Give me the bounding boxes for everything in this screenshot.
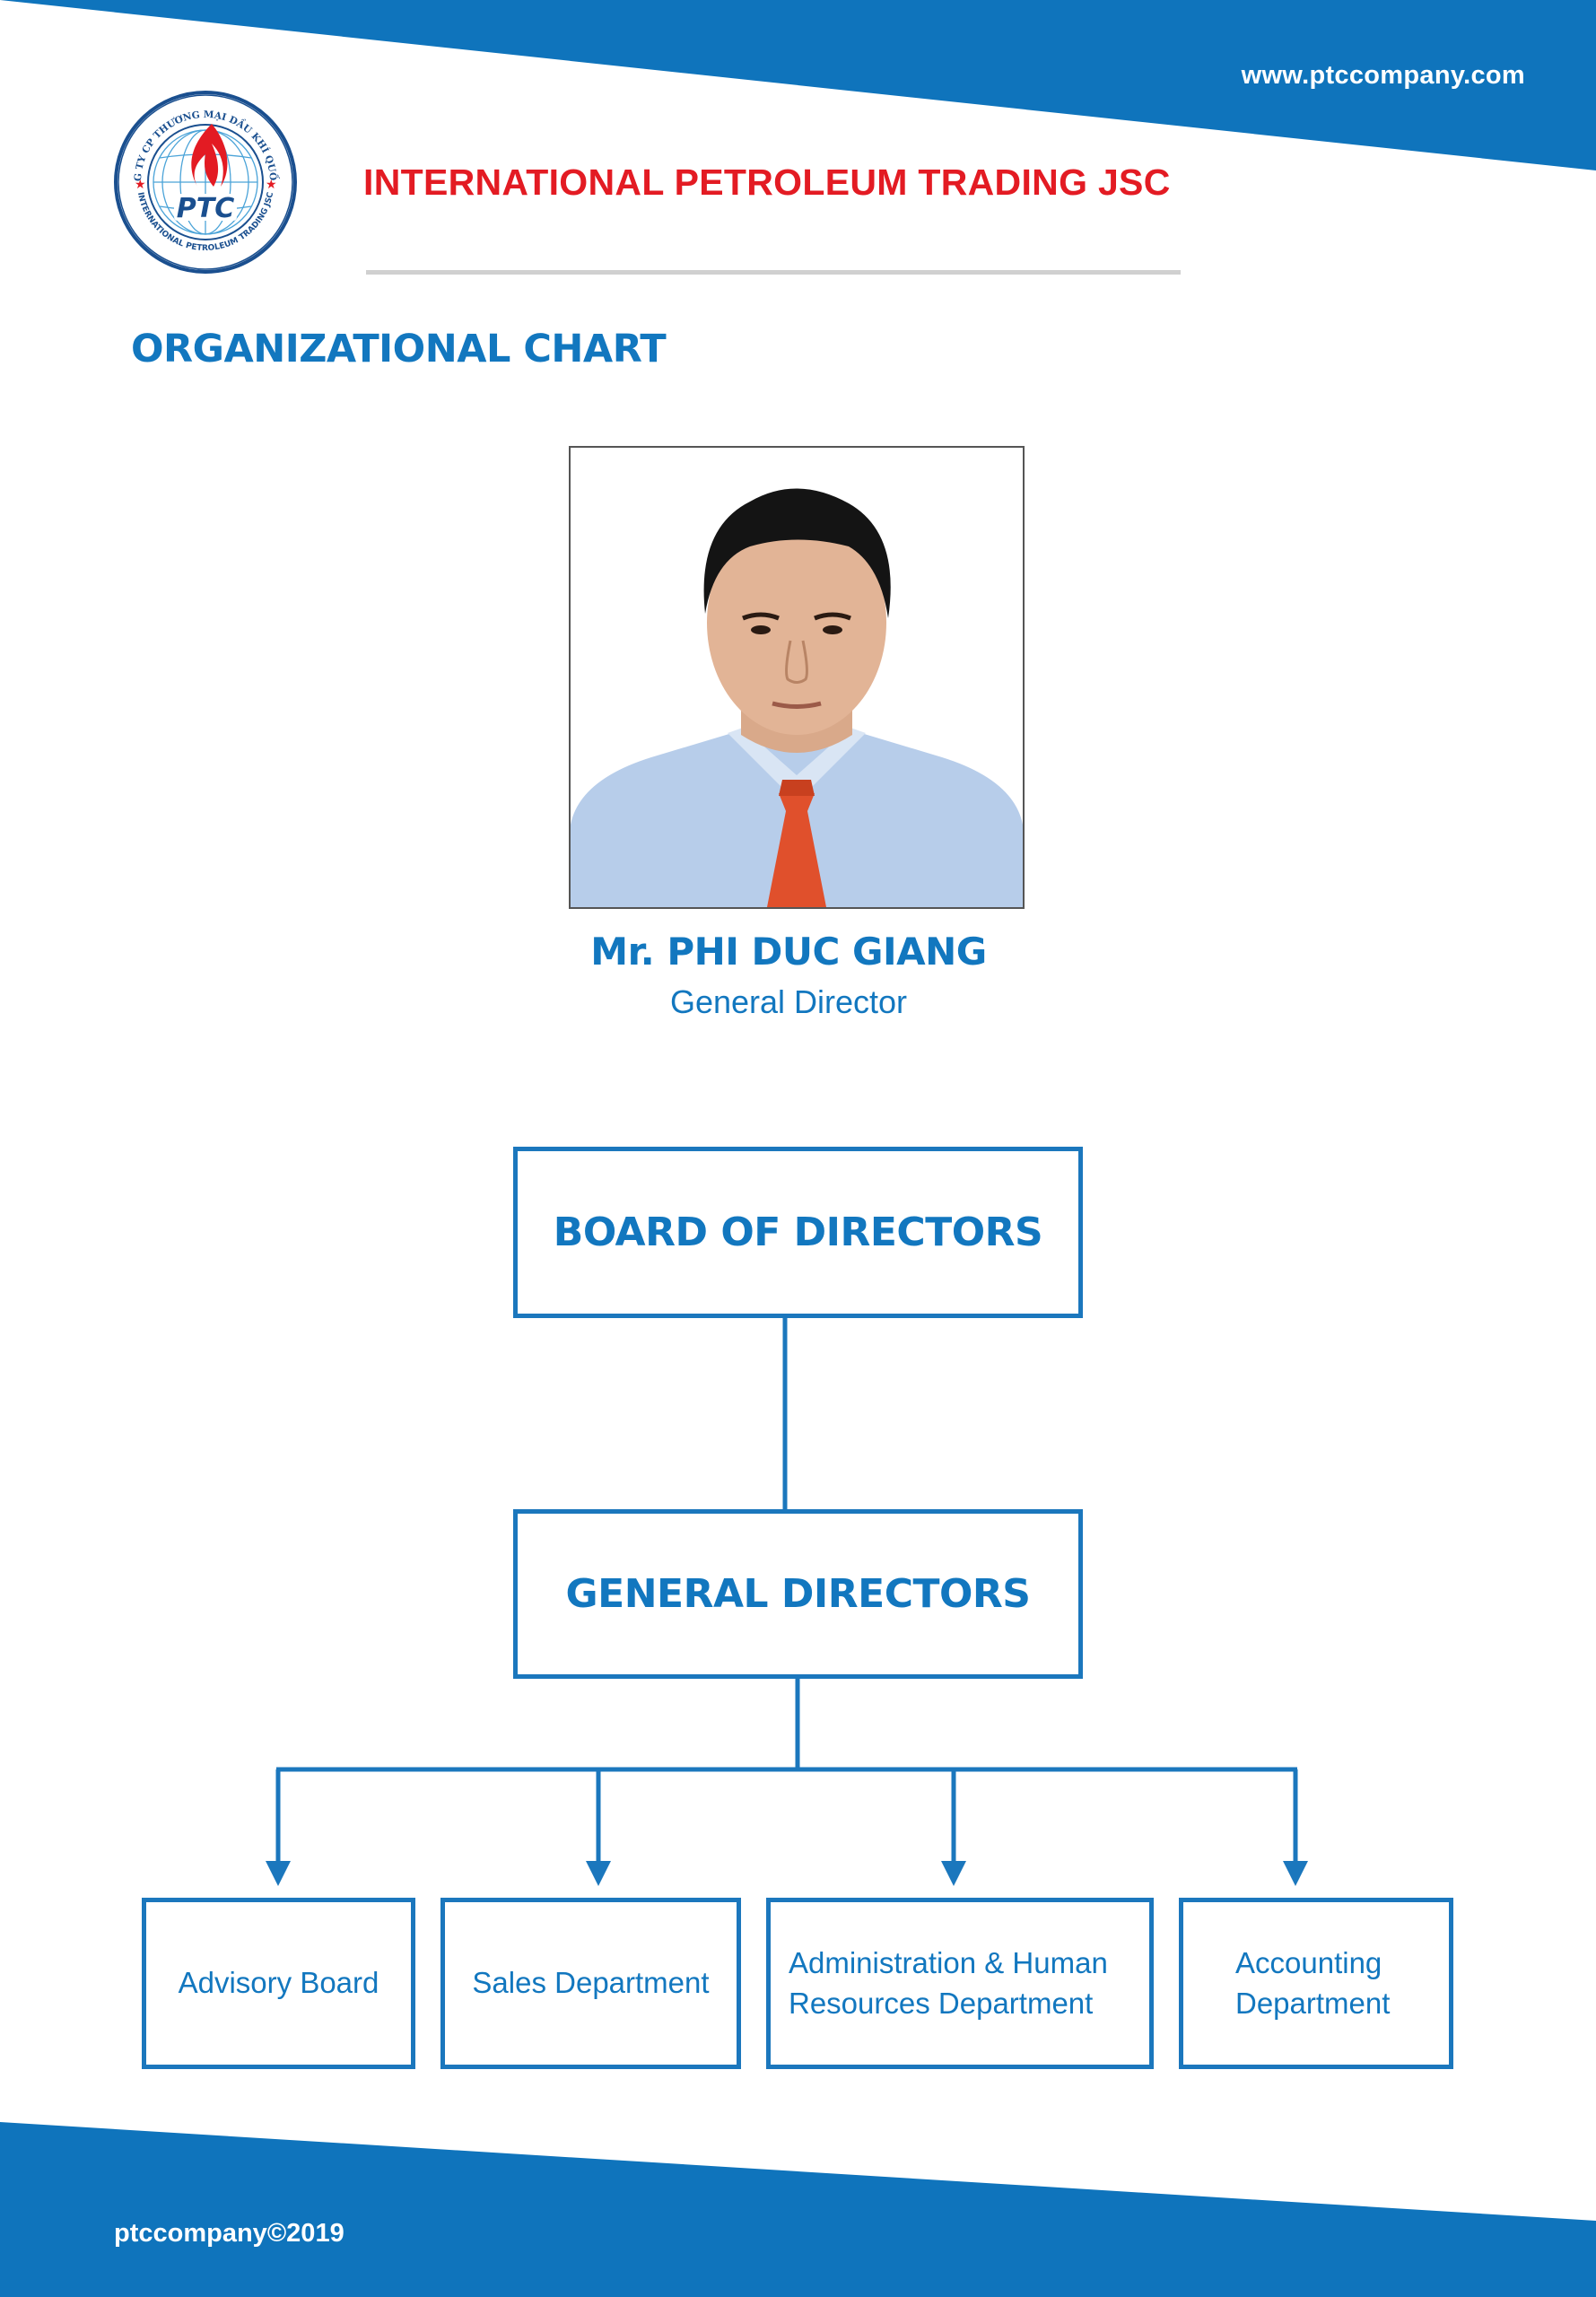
- company-logo: CÔNG TY CP THƯƠNG MẠI DẦU KHÍ QUỐC TẾ IN…: [113, 88, 297, 274]
- header-band: [0, 0, 1596, 170]
- logo-initials: PTC: [177, 193, 234, 224]
- org-connectors: [275, 1316, 1298, 1865]
- board-of-directors-box: BOARD OF DIRECTORS: [513, 1147, 1083, 1318]
- website-url[interactable]: www.ptccompany.com: [1241, 61, 1525, 90]
- advisory-board-box: Advisory Board: [142, 1898, 415, 2069]
- footer-band: [0, 2122, 1596, 2297]
- admin-hr-department-box: Administration & Human Resources Departm…: [766, 1898, 1154, 2069]
- page-title: ORGANIZATIONAL CHART: [131, 327, 667, 371]
- footer-copyright: ptccompany©2019: [114, 2219, 344, 2248]
- leader-name: Mr. PHI DUC GIANG: [590, 930, 987, 974]
- header-divider: [366, 270, 1181, 275]
- leader-photo: [569, 446, 1025, 909]
- arrow-advisory: [266, 1861, 291, 1886]
- accounting-department-label: Accounting Department: [1235, 1945, 1391, 2020]
- flame-icon: [191, 124, 228, 188]
- arrow-accounting: [1283, 1861, 1308, 1886]
- board-of-directors-label: BOARD OF DIRECTORS: [553, 1210, 1043, 1255]
- person-portrait-icon: [571, 448, 1023, 907]
- admin-hr-department-label: Administration & Human Resources Departm…: [789, 1945, 1108, 2020]
- arrow-admin: [941, 1861, 966, 1886]
- accounting-department-box: Accounting Department: [1179, 1898, 1453, 2069]
- general-directors-label: GENERAL DIRECTORS: [565, 1571, 1031, 1617]
- sales-department-label: Sales Department: [472, 1966, 710, 2000]
- advisory-board-label: Advisory Board: [178, 1966, 379, 2000]
- sales-department-box: Sales Department: [440, 1898, 741, 2069]
- arrow-sales: [586, 1861, 611, 1886]
- org-arrowheads: [266, 1861, 1308, 1886]
- company-name: INTERNATIONAL PETROLEUM TRADING JSC: [363, 162, 1171, 203]
- logo-star-right: ★: [266, 177, 277, 191]
- logo-star-left: ★: [135, 177, 146, 191]
- leader-title: General Director: [669, 983, 908, 1020]
- general-directors-box: GENERAL DIRECTORS: [513, 1509, 1083, 1679]
